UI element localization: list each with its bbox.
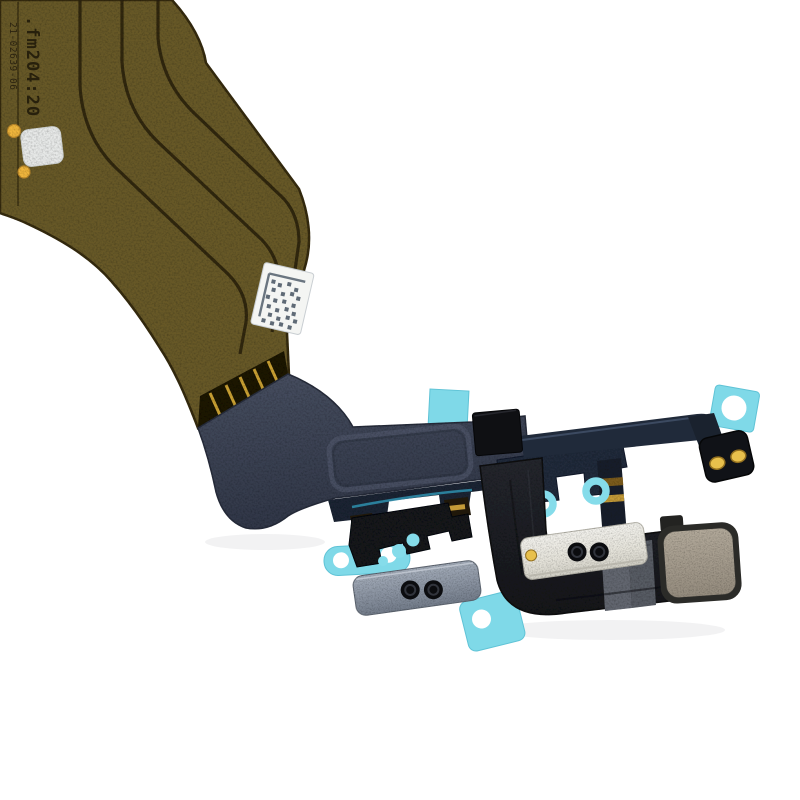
solder-via [17,165,31,179]
mesh-surface [663,528,736,598]
power-button-bracket [520,522,648,580]
adhesive-pad [459,590,526,652]
volume-button-bracket [352,560,482,616]
gold-contact [525,549,538,562]
navy-strip-highlight [521,416,699,441]
stiffener-zone [198,351,288,428]
bracket-screw [423,580,443,600]
flex-connector [698,429,755,483]
volume-button-assembly [323,497,482,616]
graphite-emboss-ridge [326,423,474,493]
teal-sheen-line [351,488,473,509]
flex-code-label: .fm204:20 [22,16,42,117]
adhesive-dot [406,533,420,547]
graphite-emboss-shadow [332,429,468,487]
connector-arm [520,413,755,483]
graphite-body [197,373,531,530]
adhesive-dots [378,533,420,566]
adhesive-ring [582,477,610,505]
serial-sticker [20,126,64,167]
adhesive-pad [708,384,760,433]
adhesive-hole [721,395,747,421]
connector-pad [709,456,726,470]
bracket-screw [400,580,420,600]
ribbon-markings: .fm204:20 21-02639-06 [7,16,42,117]
qr-code-sticker [250,262,315,335]
microphone-mesh-pad [657,515,742,604]
soft-shadows [205,534,725,640]
part-number-label: 21-02639-06 [7,22,18,90]
solder-via [6,123,22,139]
adhesive-hole [332,552,349,569]
adhesive-dot [392,544,406,558]
adhesive-hole [472,609,492,629]
gold-trace-bar [448,504,466,511]
smt-component [471,408,523,457]
olive-flex-ribbon [0,0,311,430]
bracket-screw [589,542,609,562]
connector-pad [730,449,747,464]
graphite-flex-cable [197,373,531,530]
navy-strip [520,413,720,458]
ribbon-body [0,0,311,430]
qr-modules [261,279,301,330]
bracket-screw [567,542,587,562]
adhesive-dot [378,556,388,566]
